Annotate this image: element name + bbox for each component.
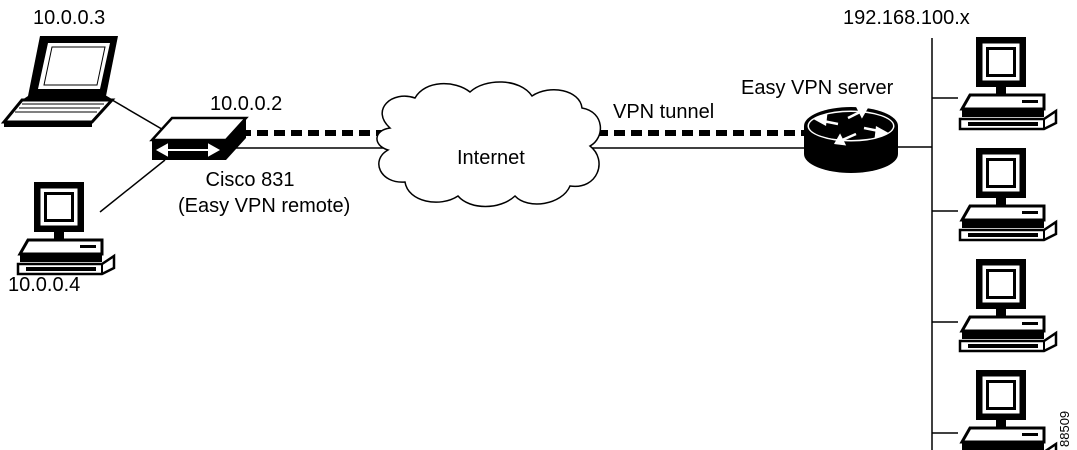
- server-router-icon: [804, 106, 898, 173]
- pc-link: [99, 159, 166, 213]
- vpn-router-icon: [149, 116, 249, 160]
- router-role-label: (Easy VPN remote): [178, 195, 351, 217]
- server-label: Easy VPN server: [741, 77, 894, 99]
- cloud-icon: [376, 81, 602, 208]
- lan-pc-icon: [958, 368, 1058, 450]
- router-ip-label: 10.0.0.2: [210, 93, 283, 115]
- cloud-label: Internet: [457, 147, 525, 169]
- laptop-icon: [0, 36, 118, 127]
- pc-icon: [16, 180, 116, 276]
- figure-id-label: 88509: [1057, 410, 1072, 447]
- lan-pc-icon: [958, 146, 1058, 242]
- subnet-label: 192.168.100.x: [843, 7, 970, 29]
- lan-pc-icon: [958, 257, 1058, 353]
- pc-ip-label: 10.0.0.4: [8, 274, 81, 296]
- router-name-label: Cisco 831: [205, 169, 295, 191]
- laptop-ip-label: 10.0.0.3: [33, 7, 106, 29]
- tunnel-label: VPN tunnel: [613, 101, 715, 123]
- lan-pc-icon: [958, 35, 1058, 131]
